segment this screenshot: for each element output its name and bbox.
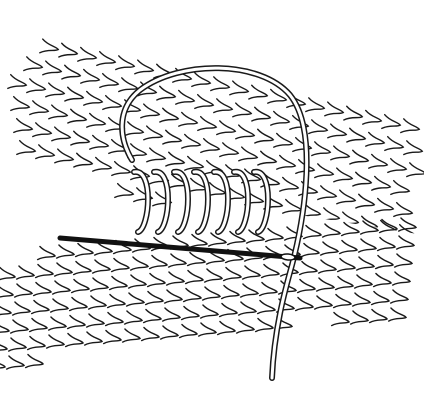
- lower-knit-fabric: [0, 215, 424, 390]
- upper-knit-fabric: [0, 8, 424, 250]
